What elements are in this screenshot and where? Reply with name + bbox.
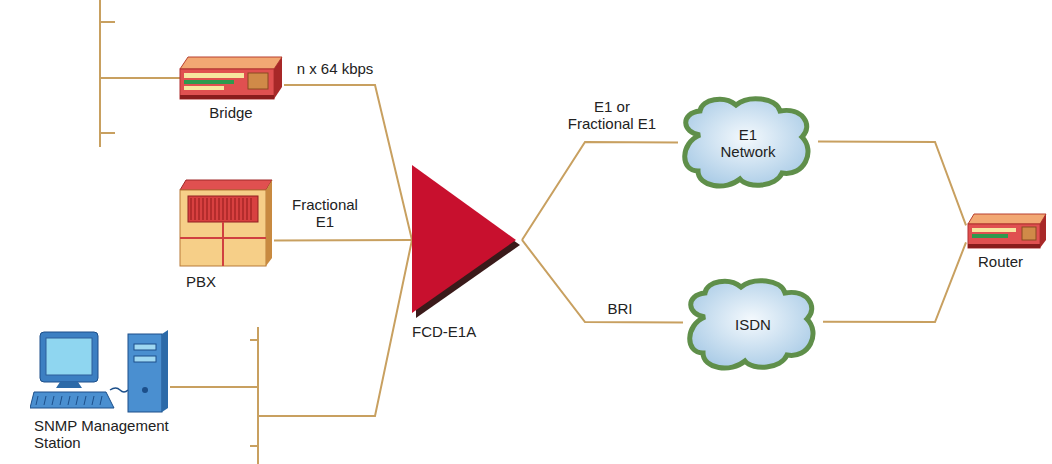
bridge-device: Bridge: [178, 55, 284, 121]
tri-icon: [412, 163, 522, 320]
bridge-icon: [178, 55, 284, 101]
fcd-e1a-unit: FCD-E1A: [412, 163, 522, 340]
device-label: PBX: [178, 273, 274, 290]
router-device: Router: [966, 212, 1048, 270]
network-name: ISDN: [718, 316, 788, 333]
link-line: [818, 142, 966, 226]
management-station: SNMP Management Station: [30, 330, 170, 451]
device-label: SNMP Management Station: [30, 417, 170, 451]
pbx-icon: [178, 178, 274, 270]
link-line: [522, 240, 683, 323]
device-label: Bridge: [178, 104, 284, 121]
link-label: BRI: [600, 300, 640, 317]
link-line: [522, 142, 678, 240]
link-line: [274, 239, 412, 242]
network-name: E1 Network: [713, 126, 783, 160]
link-line: [284, 85, 412, 240]
pc-icon: [30, 330, 170, 414]
link-line: [823, 242, 966, 322]
link-label: Fractional E1: [286, 196, 364, 230]
link-label: E1 or Fractional E1: [560, 98, 664, 132]
device-label: FCD-E1A: [412, 323, 522, 340]
router-icon: [966, 212, 1048, 250]
link-label: n x 64 kbps: [288, 60, 382, 77]
network-cloud: ISDN: [683, 277, 823, 372]
network-cloud: E1 Network: [678, 95, 818, 190]
pbx-device: PBX: [178, 178, 274, 290]
device-label: Router: [966, 253, 1048, 270]
